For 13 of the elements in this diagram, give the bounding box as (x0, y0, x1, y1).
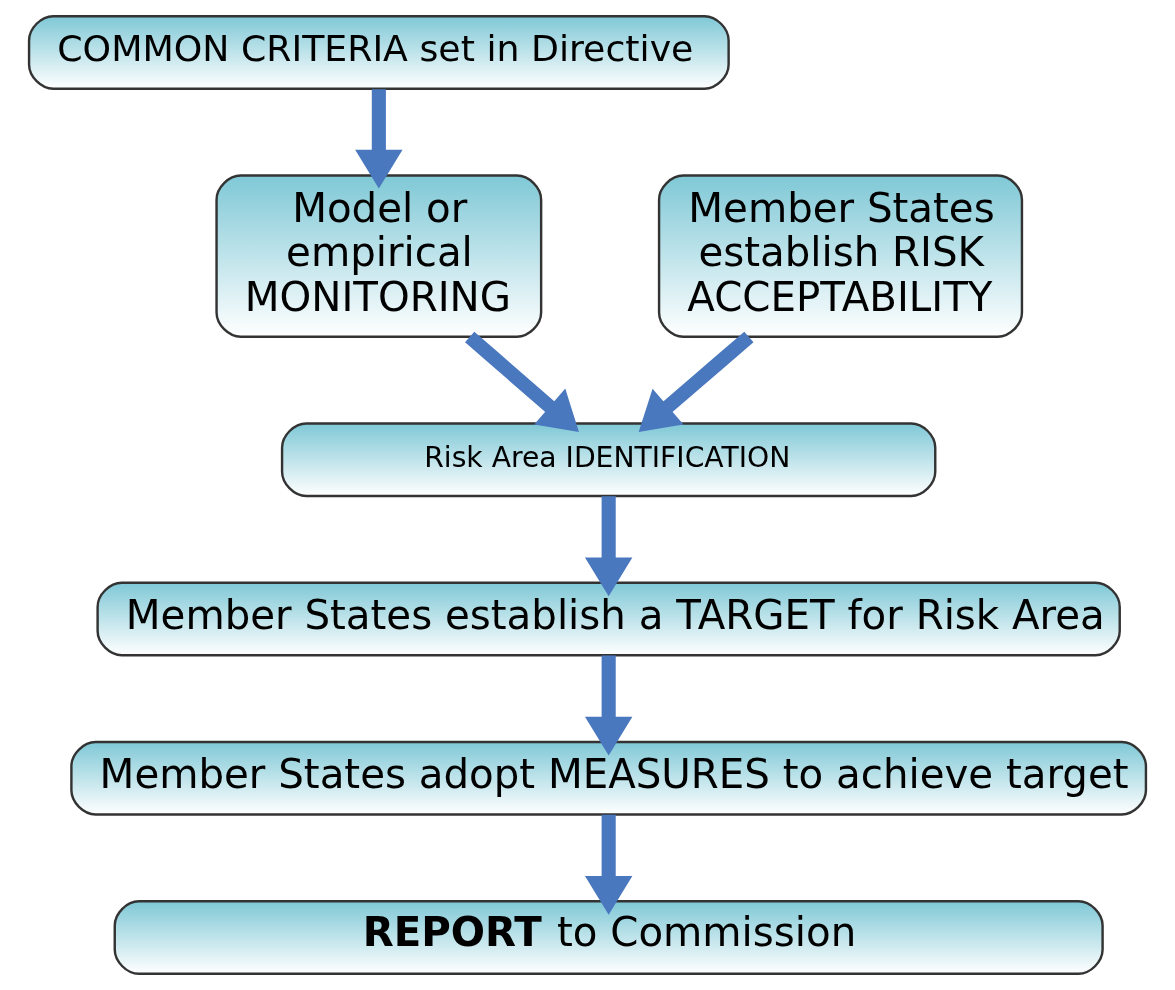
node-box: Member States establish RISK ACCEPTABILITY (657, 174, 1024, 338)
arrow (355, 89, 403, 189)
node-box: REPORT to Commission (113, 900, 1104, 975)
node-box: COMMON CRITERIA set in Directive (27, 15, 730, 90)
node-box: Model or empirical MONITORING (215, 174, 543, 338)
arrow (584, 655, 633, 756)
arrow (638, 331, 754, 432)
node-box: Member States establish a TARGET for Risk Area (96, 581, 1121, 657)
arrow (584, 814, 633, 915)
node-box: Member States adopt MEASURES to achieve target (70, 740, 1148, 816)
arrow (465, 331, 579, 432)
arrow (584, 496, 633, 597)
node-box: Risk Area IDENTIFICATION (280, 422, 937, 498)
